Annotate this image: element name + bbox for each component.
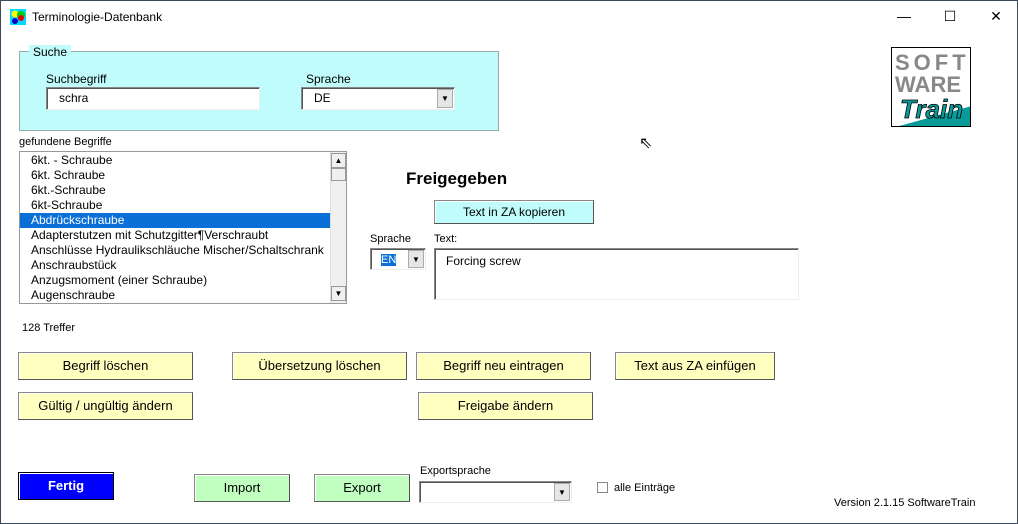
all-entries-checkbox[interactable] — [597, 482, 608, 493]
svg-text:WARE: WARE — [895, 72, 961, 97]
search-language-select[interactable]: DE — [301, 87, 455, 110]
all-entries-label: alle Einträge — [614, 482, 676, 494]
change-release-button[interactable]: Freigabe ändern — [418, 392, 593, 420]
detail-language-value: EN — [381, 254, 397, 266]
svg-text:SOFT: SOFT — [895, 50, 970, 75]
window-title: Terminologie-Datenbank — [32, 10, 163, 24]
scroll-thumb[interactable] — [331, 168, 346, 181]
chevron-down-icon[interactable]: ▼ — [408, 250, 424, 268]
list-item-selected[interactable]: Abdrückschraube — [20, 213, 331, 228]
scroll-down-icon[interactable]: ▼ — [331, 286, 346, 301]
list-item[interactable]: Anschlüsse Hydraulikschläuche Mischer/Sc… — [31, 243, 324, 257]
title-bar: Terminologie-Datenbank — ☐ ✕ — [1, 1, 1017, 32]
done-button[interactable]: Fertig — [18, 472, 114, 500]
app-icon — [10, 9, 26, 25]
release-status: Freigegeben — [406, 169, 508, 188]
text-label: Text: — [434, 233, 458, 245]
scrollbar[interactable]: ▲ ▼ — [330, 152, 346, 303]
import-button[interactable]: Import — [194, 474, 290, 502]
search-term-input[interactable]: schra — [46, 87, 260, 110]
list-item[interactable]: Augenschraube — [31, 288, 116, 302]
results-list[interactable]: 6kt. - Schraube 6kt. Schraube 6kt.-Schra… — [19, 151, 347, 304]
detail-language-label: Sprache — [370, 233, 411, 245]
list-item[interactable]: Adapterstutzen mit Schutzgitter¶Verschra… — [31, 228, 269, 242]
list-item[interactable]: 6kt. - Schraube — [31, 153, 113, 167]
list-item[interactable]: Anschraubstück — [31, 258, 117, 272]
export-button[interactable]: Export — [314, 474, 410, 502]
export-language-label: Exportsprache — [420, 465, 491, 477]
export-language-select[interactable] — [419, 481, 572, 503]
list-item[interactable]: 6kt-Schraube — [31, 198, 103, 212]
search-term-label: Suchbegriff — [46, 72, 107, 86]
list-item[interactable]: 6kt.-Schraube — [31, 183, 106, 197]
toggle-valid-button[interactable]: Gültig / ungültig ändern — [18, 392, 193, 420]
delete-translation-button[interactable]: Übersetzung löschen — [232, 352, 407, 380]
search-legend: Suche — [29, 45, 72, 59]
results-count: 128 Treffer — [22, 322, 75, 334]
chevron-down-icon[interactable]: ▼ — [554, 483, 570, 501]
new-term-button[interactable]: Begriff neu eintragen — [416, 352, 591, 380]
chevron-down-icon[interactable]: ▼ — [437, 89, 453, 108]
search-language-value: DE — [314, 91, 331, 105]
minimize-button[interactable]: — — [897, 8, 911, 24]
svg-text:Train: Train — [900, 94, 963, 124]
version-label: Version 2.1.15 SoftwareTrain — [834, 497, 976, 509]
delete-term-button[interactable]: Begriff löschen — [18, 352, 193, 380]
list-item[interactable]: Anzugsmoment (einer Schraube) — [31, 273, 208, 287]
scroll-up-icon[interactable]: ▲ — [331, 153, 346, 168]
close-button[interactable]: ✕ — [990, 8, 1002, 24]
search-language-label: Sprache — [306, 72, 351, 86]
copy-to-clipboard-button[interactable]: Text in ZA kopieren — [434, 200, 594, 224]
translation-text-area[interactable]: Forcing screw — [434, 248, 799, 300]
list-item[interactable]: 6kt. Schraube — [31, 168, 106, 182]
mouse-cursor-icon: ⇖ — [639, 135, 653, 152]
maximize-button[interactable]: ☐ — [943, 8, 957, 24]
paste-text-button[interactable]: Text aus ZA einfügen — [615, 352, 775, 380]
results-label: gefundene Begriffe — [19, 136, 112, 148]
